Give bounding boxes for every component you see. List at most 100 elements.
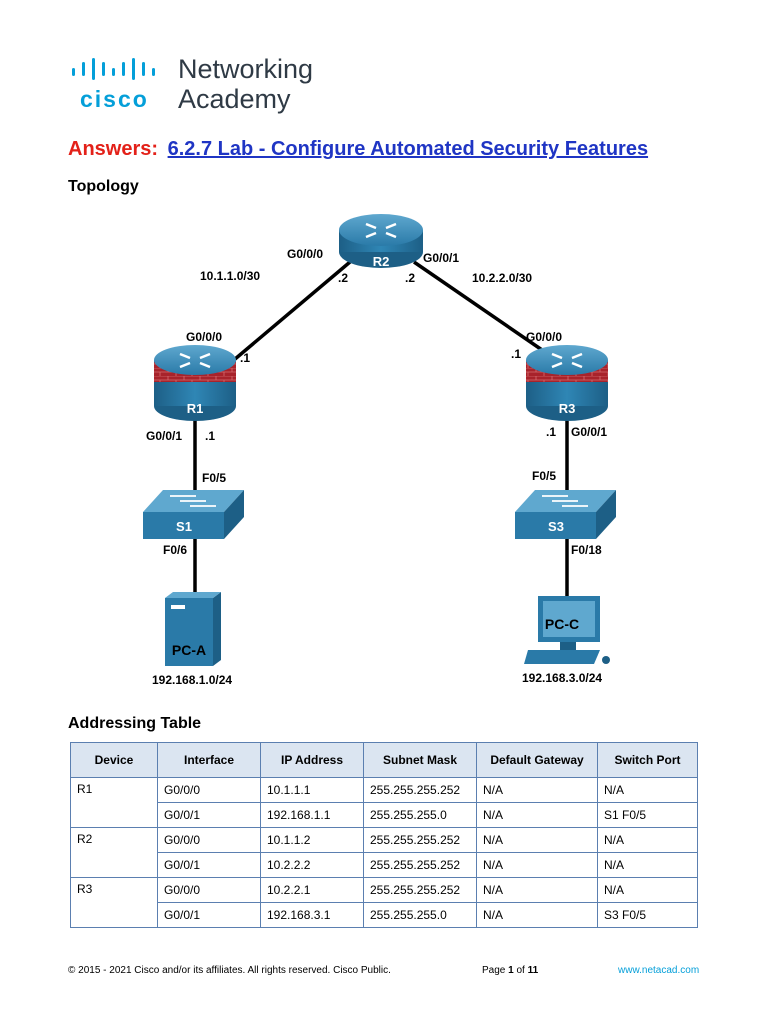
network-right-label: 10.2.2.0/30 bbox=[472, 271, 532, 285]
cisco-bars-icon bbox=[72, 58, 155, 80]
addressing-table: Device Interface IP Address Subnet Mask … bbox=[70, 742, 698, 928]
table-cell: N/A bbox=[476, 777, 598, 803]
table-cell: N/A bbox=[476, 877, 598, 903]
table-cell: G0/0/0 bbox=[157, 827, 261, 853]
addressing-table-heading: Addressing Table bbox=[68, 715, 202, 732]
table-cell: N/A bbox=[597, 852, 698, 878]
r1-bottom-interface: G0/0/1 bbox=[146, 429, 182, 443]
pc-a-label: PC-A bbox=[172, 642, 206, 658]
s1-up-port: F0/5 bbox=[202, 471, 226, 485]
r1-top-interface: G0/0/0 bbox=[186, 330, 222, 344]
table-cell: 255.255.255.0 bbox=[363, 902, 477, 928]
column-header: Default Gateway bbox=[476, 742, 598, 778]
table-row: R1 G0/0/0 10.1.1.1 255.255.255.252 N/A N… bbox=[70, 777, 698, 828]
logo-academy-text: Academy bbox=[178, 84, 291, 114]
router-r2-icon bbox=[339, 214, 423, 268]
footer-page-number: Page 1 of 11 bbox=[482, 965, 538, 976]
page-label: Page bbox=[482, 965, 506, 976]
column-header: Interface bbox=[157, 742, 261, 778]
page-of: of bbox=[516, 965, 525, 976]
table-cell: N/A bbox=[597, 777, 698, 803]
r2-right-host: .2 bbox=[405, 271, 415, 285]
footer-netacad-link[interactable]: www.netacad.com bbox=[618, 965, 700, 976]
device-cell: R1 bbox=[70, 777, 158, 828]
switch-s1-icon bbox=[143, 490, 244, 539]
r2-label: R2 bbox=[373, 254, 390, 269]
table-cell: 255.255.255.252 bbox=[363, 877, 477, 903]
table-header-row: Device Interface IP Address Subnet Mask … bbox=[70, 742, 698, 778]
topology-heading: Topology bbox=[68, 178, 139, 195]
r1-label: R1 bbox=[187, 401, 204, 416]
page-total: 11 bbox=[527, 965, 539, 976]
table-cell: G0/0/1 bbox=[157, 902, 261, 928]
table-row: G0/0/1 192.168.3.1 255.255.255.0 N/A S3 … bbox=[71, 902, 698, 928]
table-cell: G0/0/0 bbox=[157, 877, 261, 903]
page-current: 1 bbox=[508, 965, 514, 976]
s1-label: S1 bbox=[176, 519, 192, 534]
title-answers-prefix: Answers: bbox=[68, 138, 159, 160]
topology-diagram: R2 R1 R3 S1 bbox=[143, 214, 616, 687]
link-r1-r2 bbox=[220, 260, 352, 372]
table-cell: 255.255.255.252 bbox=[363, 827, 477, 853]
table-cell: S1 F0/5 bbox=[597, 802, 698, 828]
pc-c-label: PC-C bbox=[545, 616, 579, 632]
table-cell: G0/0/1 bbox=[157, 802, 261, 828]
column-header: Device bbox=[70, 742, 158, 778]
cisco-wordmark: cisco bbox=[80, 86, 149, 112]
r2-left-interface: G0/0/0 bbox=[287, 247, 323, 261]
r3-top-interface: G0/0/0 bbox=[526, 330, 562, 344]
table-cell: N/A bbox=[476, 802, 598, 828]
router-r1-icon bbox=[154, 345, 236, 421]
s3-up-port: F0/5 bbox=[532, 469, 556, 483]
s1-down-port: F0/6 bbox=[163, 543, 187, 557]
page-title: Answers: 6.2.7 Lab - Configure Automated… bbox=[68, 138, 648, 161]
table-cell: N/A bbox=[476, 827, 598, 853]
table-cell: 10.2.2.2 bbox=[260, 852, 364, 878]
title-lab-link[interactable]: 6.2.7 Lab - Configure Automated Security… bbox=[167, 138, 649, 160]
logo-networking-text: Networking bbox=[178, 54, 314, 84]
device-cell: R3 bbox=[70, 877, 158, 928]
s3-label: S3 bbox=[548, 519, 564, 534]
r3-bottom-host: .1 bbox=[546, 425, 556, 439]
r3-top-host: .1 bbox=[511, 347, 521, 361]
switch-s3-icon bbox=[515, 490, 616, 539]
device-cell: R2 bbox=[70, 827, 158, 878]
column-header: IP Address bbox=[260, 742, 364, 778]
table-cell: S3 F0/5 bbox=[597, 902, 698, 928]
pc-c-network: 192.168.3.0/24 bbox=[522, 671, 602, 685]
table-cell: N/A bbox=[476, 852, 598, 878]
link-r2-r3 bbox=[413, 260, 546, 354]
r2-left-host: .2 bbox=[338, 271, 348, 285]
table-row: R3 G0/0/0 10.2.2.1 255.255.255.252 N/A N… bbox=[70, 877, 698, 928]
table-cell: 192.168.1.1 bbox=[260, 802, 364, 828]
table-cell: 10.1.1.1 bbox=[260, 777, 364, 803]
table-cell: 10.1.1.2 bbox=[260, 827, 364, 853]
pc-a-network: 192.168.1.0/24 bbox=[152, 673, 232, 687]
r1-bottom-host: .1 bbox=[205, 429, 215, 443]
table-cell: 192.168.3.1 bbox=[260, 902, 364, 928]
topology-links bbox=[193, 260, 569, 600]
column-header: Switch Port bbox=[597, 742, 698, 778]
table-cell: G0/0/0 bbox=[157, 777, 261, 803]
cisco-networking-academy-logo: cisco Networking Academy bbox=[70, 54, 320, 118]
table-row: G0/0/1 192.168.1.1 255.255.255.0 N/A S1 … bbox=[71, 802, 698, 828]
table-cell: N/A bbox=[597, 827, 698, 853]
table-cell: G0/0/1 bbox=[157, 852, 261, 878]
r2-right-interface: G0/0/1 bbox=[423, 251, 459, 265]
table-row: R2 G0/0/0 10.1.1.2 255.255.255.252 N/A N… bbox=[70, 827, 698, 878]
network-left-label: 10.1.1.0/30 bbox=[200, 269, 260, 283]
table-cell: N/A bbox=[476, 902, 598, 928]
router-r3-icon bbox=[526, 345, 608, 421]
table-cell: 10.2.2.1 bbox=[260, 877, 364, 903]
pc-a-tower-icon bbox=[165, 592, 221, 666]
footer-copyright: © 2015 - 2021 Cisco and/or its affiliate… bbox=[68, 965, 391, 976]
table-cell: 255.255.255.0 bbox=[363, 802, 477, 828]
r3-label: R3 bbox=[559, 401, 576, 416]
table-cell: 255.255.255.252 bbox=[363, 777, 477, 803]
r3-bottom-interface: G0/0/1 bbox=[571, 425, 607, 439]
r1-top-host: .1 bbox=[240, 351, 250, 365]
table-cell: N/A bbox=[597, 877, 698, 903]
table-cell: 255.255.255.252 bbox=[363, 852, 477, 878]
s3-down-port: F0/18 bbox=[571, 543, 602, 557]
table-row: G0/0/1 10.2.2.2 255.255.255.252 N/A N/A bbox=[71, 852, 698, 878]
